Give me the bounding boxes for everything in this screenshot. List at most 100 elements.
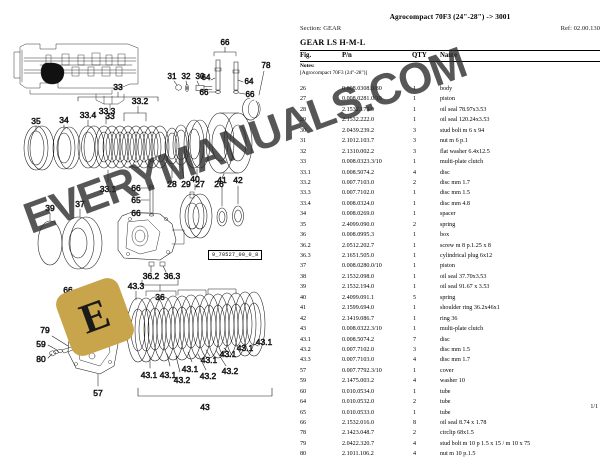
callout-43-2-c: 43.2 (222, 366, 239, 376)
cell-name: multi-plate clutch (440, 326, 484, 333)
callout-60: 60 (63, 295, 73, 305)
cell-name: stud bolt m 6 x 94 (440, 127, 485, 134)
cell-pn: 0.008.0323.3/10 (342, 159, 382, 166)
cell-name: circlip 68x1.5 (440, 430, 474, 437)
callout-42: 42 (233, 175, 243, 185)
cell-fig: 29 (300, 117, 307, 124)
hardware-group-31-32-30 (175, 84, 213, 92)
cell-name: disc (440, 336, 450, 343)
cell-name: tube (440, 409, 451, 416)
cell-qty: 2 (413, 430, 417, 437)
cell-fig: 60 (300, 388, 307, 395)
cell-fig: 42 (300, 315, 307, 322)
page-title: Agrocompact 70F3 (24"-28") -> 3001 (389, 12, 511, 21)
callout-33: 33 (113, 82, 123, 92)
callout-43-3: 43.3 (128, 281, 145, 291)
column-header-name: Name (440, 52, 457, 59)
cell-pn: 2.1651.505.0 (342, 253, 374, 259)
cell-fig: 57 (300, 367, 307, 374)
cell-name: box (440, 232, 450, 239)
callout-39: 39 (45, 203, 55, 213)
cell-fig: 36.2 (300, 242, 311, 249)
cell-fig: 36 (300, 232, 307, 239)
callout-57: 57 (93, 388, 103, 398)
cell-qty: 1 (413, 96, 417, 103)
callout-43-2-b: 43.2 (200, 371, 217, 381)
cell-qty: 3 (413, 346, 417, 353)
cell-name: nut m 10 p.1.5 (440, 451, 476, 458)
cell-qty: 3 (413, 138, 417, 145)
cell-qty: 1 (413, 86, 417, 92)
cell-qty: 1 (413, 284, 417, 291)
callout-66-left: 66 (200, 88, 209, 97)
cell-qty: 1 (413, 117, 417, 124)
cell-pn: 2.1475.003.2 (342, 378, 374, 385)
callout-33-2: 33.2 (132, 96, 149, 106)
cell-fig: 36.3 (300, 253, 311, 259)
spring-ring-group-40-41-42 (179, 191, 244, 239)
cell-qty: 1 (413, 200, 417, 207)
callout-41: 41 (217, 175, 227, 185)
cell-qty: 1 (413, 159, 417, 166)
cell-name: tube (440, 399, 451, 406)
cell-name: oil seal 8.74 x 1.78 (440, 420, 487, 426)
cell-pn: 0.007.7103.0 (342, 179, 374, 186)
cell-qty: 1 (413, 367, 417, 374)
callout-66-mid-top: 66 (131, 183, 141, 193)
cell-qty: 4 (413, 451, 417, 458)
cell-qty: 1 (413, 315, 417, 322)
page-number: 1/1 (590, 404, 598, 410)
callout-80: 80 (36, 354, 46, 364)
cell-fig: 65 (300, 409, 307, 416)
cell-qty: 1 (413, 273, 417, 280)
cell-fig: 31 (300, 138, 307, 145)
cell-name: nut m 6 p.1 (440, 138, 468, 145)
cell-qty: 1 (413, 253, 417, 259)
callout-26: 26 (214, 179, 224, 189)
drawing-reference-box: 9_70527_00_0_8 (208, 250, 263, 260)
cell-qty: 1 (413, 190, 417, 197)
column-header-pn: P/n (342, 52, 352, 59)
cell-pn: 2.4099.090.0 (342, 221, 374, 228)
cell-name: cylindrical plug 6x12 (440, 253, 493, 259)
cell-fig: 43.2 (300, 346, 311, 353)
cell-fig: 30 (300, 127, 307, 134)
cell-name: piston (440, 96, 455, 103)
cell-pn: 2.1532.179.0 (342, 106, 374, 113)
cell-name: ring 36 (440, 315, 458, 322)
callout-36: 36 (155, 292, 165, 302)
cell-name: tube (440, 388, 451, 395)
callout-40: 40 (190, 174, 200, 184)
cell-fig: 27 (300, 96, 307, 103)
cell-fig: 33 (300, 159, 307, 166)
callout-43-1-e: 43.1 (220, 349, 237, 359)
callout-59: 59 (36, 339, 46, 349)
catalog-page: Agrocompact 70F3 (24"-28") -> 3001 Secti… (13, 12, 600, 458)
notes-body: [Agrocompact 70F3 (24"-28")] (300, 69, 368, 76)
tube-group-65 (149, 184, 154, 217)
cell-qty: 5 (413, 294, 417, 301)
cell-qty: 1 (413, 326, 417, 333)
cell-pn: 2.1310.002.2 (342, 148, 374, 155)
callout-64-left: 64 (202, 73, 211, 82)
cell-fig: 41 (300, 305, 307, 312)
cell-name: spring (440, 221, 456, 228)
cell-qty: 4 (413, 357, 417, 364)
cell-fig: 35 (300, 221, 307, 228)
cell-fig: 79 (300, 440, 307, 447)
cell-pn: 0.007.7103.0 (342, 357, 374, 364)
